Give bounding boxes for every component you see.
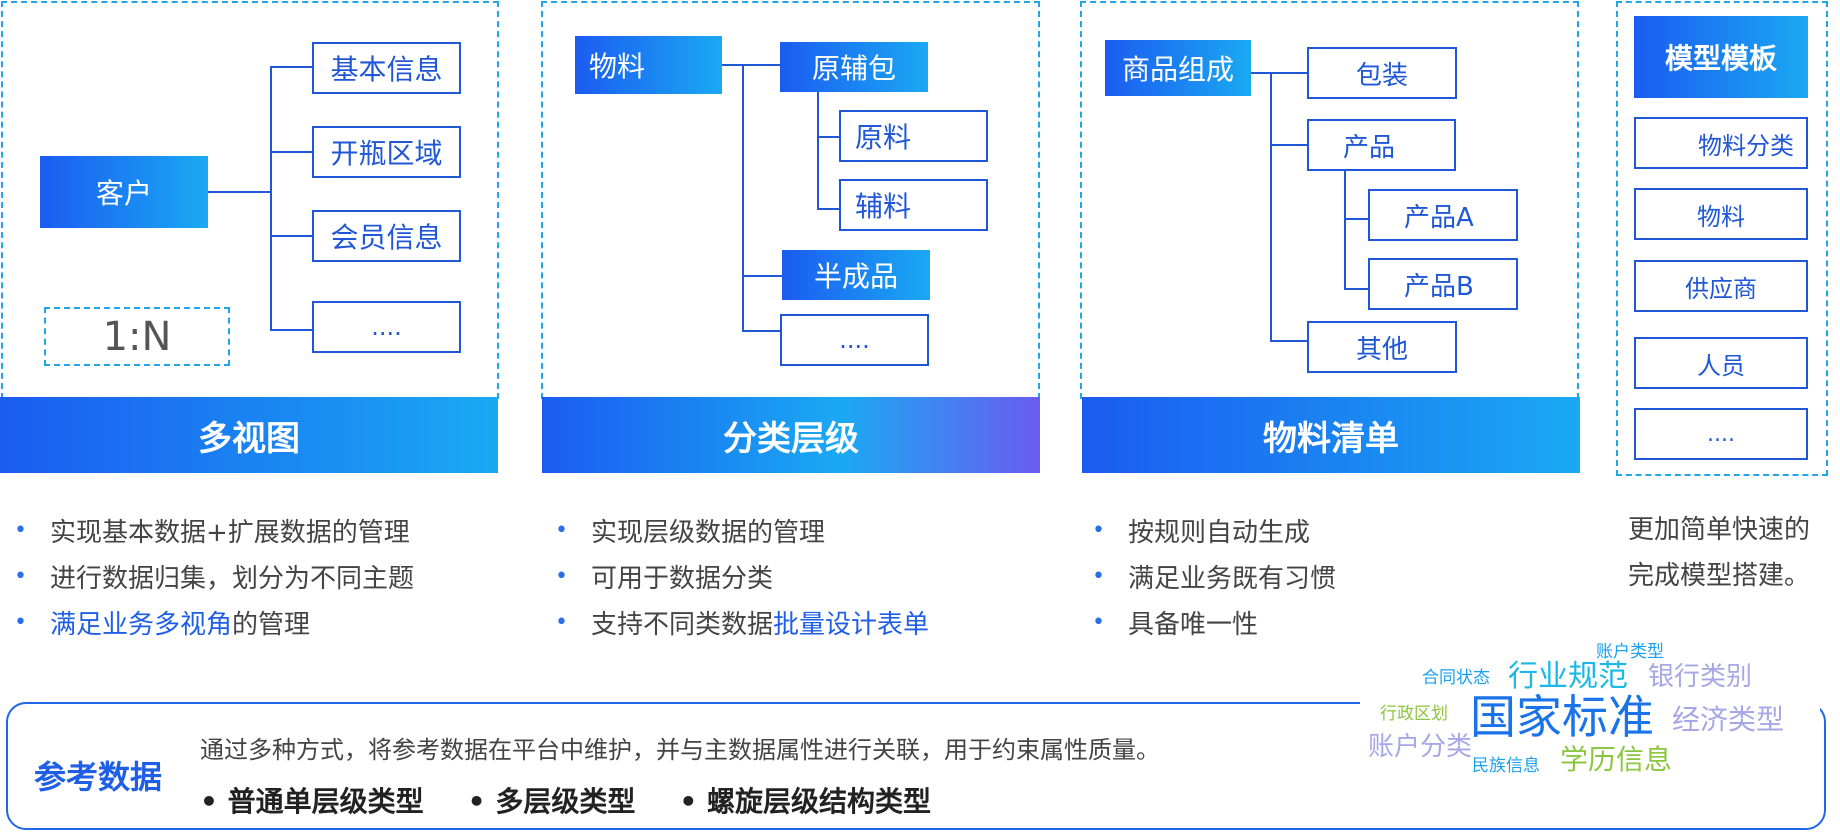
panel3-bullets: •按规则自动生成 •满足业务既有习惯 •具备唯一性 <box>1092 507 1336 645</box>
bullet-item: •支持不同类数据批量设计表单 <box>555 609 930 640</box>
template-desc: 更加简单快速的 完成模型搭建。 <box>1628 515 1811 591</box>
node-product-composition: 商品组成 <box>1105 40 1251 96</box>
bullet-dot-icon: • <box>1092 563 1105 589</box>
bullet-item: •实现层级数据的管理 <box>555 517 826 548</box>
word-cloud-word: 账户分类 <box>1368 732 1473 762</box>
ratio-label: 1:N <box>102 313 172 360</box>
node-open-region: 开瓶区域 <box>312 126 461 178</box>
node-basic-info-label: 基本信息 <box>330 53 443 86</box>
node-product-composition-label: 商品组成 <box>1121 53 1234 86</box>
bullet-dot-icon: • <box>14 563 27 589</box>
word-cloud-word: 账户类型 <box>1596 642 1664 662</box>
template-item: .... <box>1634 408 1808 460</box>
type-item: • 普通单层级类型 <box>200 785 424 818</box>
bullet-dot-icon: • <box>555 517 568 543</box>
template-item: 人员 <box>1634 337 1808 389</box>
node-more-1: .... <box>312 301 461 353</box>
template-item: 物料分类 <box>1634 117 1808 169</box>
ratio-box: 1:N <box>44 307 230 366</box>
type-item: • 多层级类型 <box>467 785 636 818</box>
word-cloud-word: 民族信息 <box>1472 756 1540 776</box>
banner-bom-label: 物料清单 <box>1263 418 1399 459</box>
banner-category: 分类层级 <box>542 397 1040 473</box>
bullet-dot-icon: • <box>1092 517 1105 543</box>
panel-template-frame <box>1616 1 1828 476</box>
word-cloud-word: 经济类型 <box>1672 703 1785 736</box>
node-auxiliary: 辅料 <box>839 179 988 231</box>
node-other-label: 其他 <box>1355 334 1408 365</box>
bullet-dot-icon: • <box>555 609 568 635</box>
node-basic-info: 基本信息 <box>312 42 461 94</box>
node-product: 产品 <box>1307 119 1456 171</box>
node-semi-finished-label: 半成品 <box>813 260 898 293</box>
node-packaging: 包装 <box>1307 47 1457 99</box>
node-customer-label: 客户 <box>95 177 152 210</box>
node-material: 物料 <box>575 36 722 94</box>
bullet-item: •进行数据归集，划分为不同主题 <box>14 563 415 594</box>
node-open-region-label: 开瓶区域 <box>330 137 443 170</box>
banner-category-label: 分类层级 <box>723 418 859 459</box>
banner-multiview-label: 多视图 <box>198 418 300 459</box>
template-item: 物料 <box>1634 188 1808 240</box>
panel1-bullets: •实现基本数据+扩展数据的管理 •进行数据归集，划分为不同主题 •满足业务多视角… <box>14 507 414 645</box>
panel2-bullets: •实现层级数据的管理 •可用于数据分类 •支持不同类数据批量设计表单 <box>555 507 929 645</box>
node-material-label: 物料 <box>589 50 646 83</box>
node-more-1-label: .... <box>371 313 402 341</box>
type-item: • 螺旋层级结构类型 <box>679 785 932 818</box>
reference-desc: 通过多种方式，将参考数据在平台中维护，并与主数据属性进行关联，用于约束属性质量。 <box>200 736 1160 764</box>
node-auxiliary-label: 辅料 <box>855 190 912 223</box>
template-item: 供应商 <box>1634 260 1808 312</box>
word-cloud-word: 行政区划 <box>1380 704 1448 724</box>
node-raw-pack: 原辅包 <box>780 42 928 92</box>
reference-types: • 普通单层级类型 • 多层级类型 • 螺旋层级结构类型 <box>200 780 931 820</box>
node-product-a: 产品A <box>1368 189 1518 241</box>
node-product-b: 产品B <box>1368 258 1518 310</box>
bullet-item: •具备唯一性 <box>1092 609 1259 640</box>
word-cloud-word: 行业规范 <box>1508 659 1628 694</box>
bullet-item: •满足业务多视角的管理 <box>14 609 311 640</box>
bullet-dot-icon: • <box>1092 609 1105 635</box>
node-member-info: 会员信息 <box>312 210 461 262</box>
node-product-label: 产品 <box>1343 132 1396 163</box>
word-cloud-word: 学历信息 <box>1560 743 1673 776</box>
bullet-item: •可用于数据分类 <box>555 563 774 594</box>
node-raw-material: 原料 <box>839 110 988 162</box>
node-raw-pack-label: 原辅包 <box>811 52 896 85</box>
node-product-a-label: 产品A <box>1404 202 1474 233</box>
banner-bom: 物料清单 <box>1082 397 1580 473</box>
reference-title: 参考数据 <box>34 758 163 796</box>
node-other: 其他 <box>1307 321 1457 373</box>
bullet-item: •按规则自动生成 <box>1092 517 1311 548</box>
bullet-dot-icon: • <box>555 563 568 589</box>
node-semi-finished: 半成品 <box>782 250 930 300</box>
template-title: 模型模板 <box>1634 16 1808 98</box>
node-packaging-label: 包装 <box>1355 60 1408 91</box>
node-raw-material-label: 原料 <box>855 121 912 154</box>
word-cloud-word: 银行类别 <box>1648 662 1753 692</box>
bullet-item: •满足业务既有习惯 <box>1092 563 1337 594</box>
bullet-item: •实现基本数据+扩展数据的管理 <box>14 517 410 548</box>
word-cloud-word: 合同状态 <box>1422 668 1490 688</box>
template-title-label: 模型模板 <box>1664 42 1777 75</box>
bullet-dot-icon: • <box>14 517 27 543</box>
word-cloud <box>1360 636 1820 786</box>
node-product-b-label: 产品B <box>1404 271 1474 302</box>
node-more-2-label: .... <box>839 326 870 354</box>
bullet-dot-icon: • <box>14 609 27 635</box>
word-cloud-word: 国家标准 <box>1470 690 1654 744</box>
node-member-info-label: 会员信息 <box>330 221 443 254</box>
reference-frame <box>6 702 1826 830</box>
node-customer: 客户 <box>40 156 208 228</box>
node-more-2: .... <box>780 314 929 366</box>
banner-multiview: 多视图 <box>0 397 498 473</box>
